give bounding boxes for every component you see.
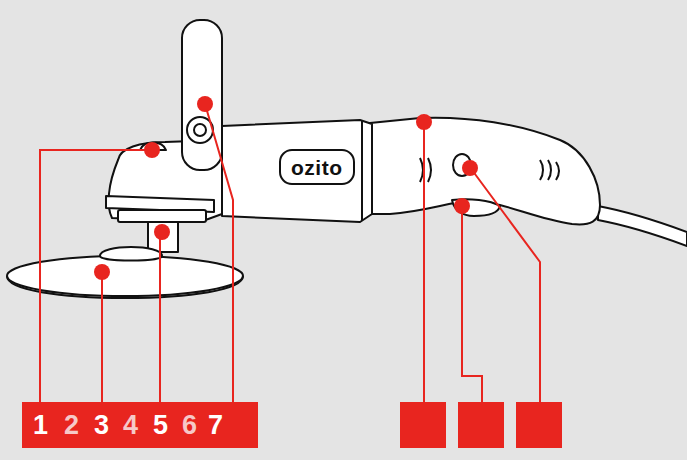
side-handle bbox=[182, 20, 222, 170]
vents bbox=[420, 158, 559, 182]
brand-name: ozito bbox=[291, 157, 342, 178]
spindle-flange bbox=[118, 210, 206, 222]
leader-lines bbox=[40, 104, 540, 404]
callout-number: 5 bbox=[153, 412, 168, 439]
motor-housing bbox=[222, 120, 372, 222]
spindle bbox=[148, 222, 178, 252]
housing-seam bbox=[361, 120, 363, 220]
callout-number: 7 bbox=[208, 412, 223, 439]
power-cord bbox=[598, 206, 687, 246]
callout-boxes bbox=[22, 402, 562, 448]
polishing-pad bbox=[7, 256, 243, 296]
pad-edge bbox=[7, 276, 243, 298]
handle-knob-center bbox=[194, 124, 206, 136]
rear-handle bbox=[360, 118, 600, 225]
callout-number: 6 bbox=[182, 412, 197, 439]
brand-plate bbox=[280, 150, 354, 184]
callout-number: 2 bbox=[64, 412, 79, 439]
pad-hub bbox=[100, 247, 162, 261]
callout-number: 1 bbox=[33, 412, 48, 439]
leader-dots bbox=[94, 96, 478, 280]
callout-number: 3 bbox=[94, 412, 109, 439]
callout-number: 4 bbox=[123, 412, 138, 439]
